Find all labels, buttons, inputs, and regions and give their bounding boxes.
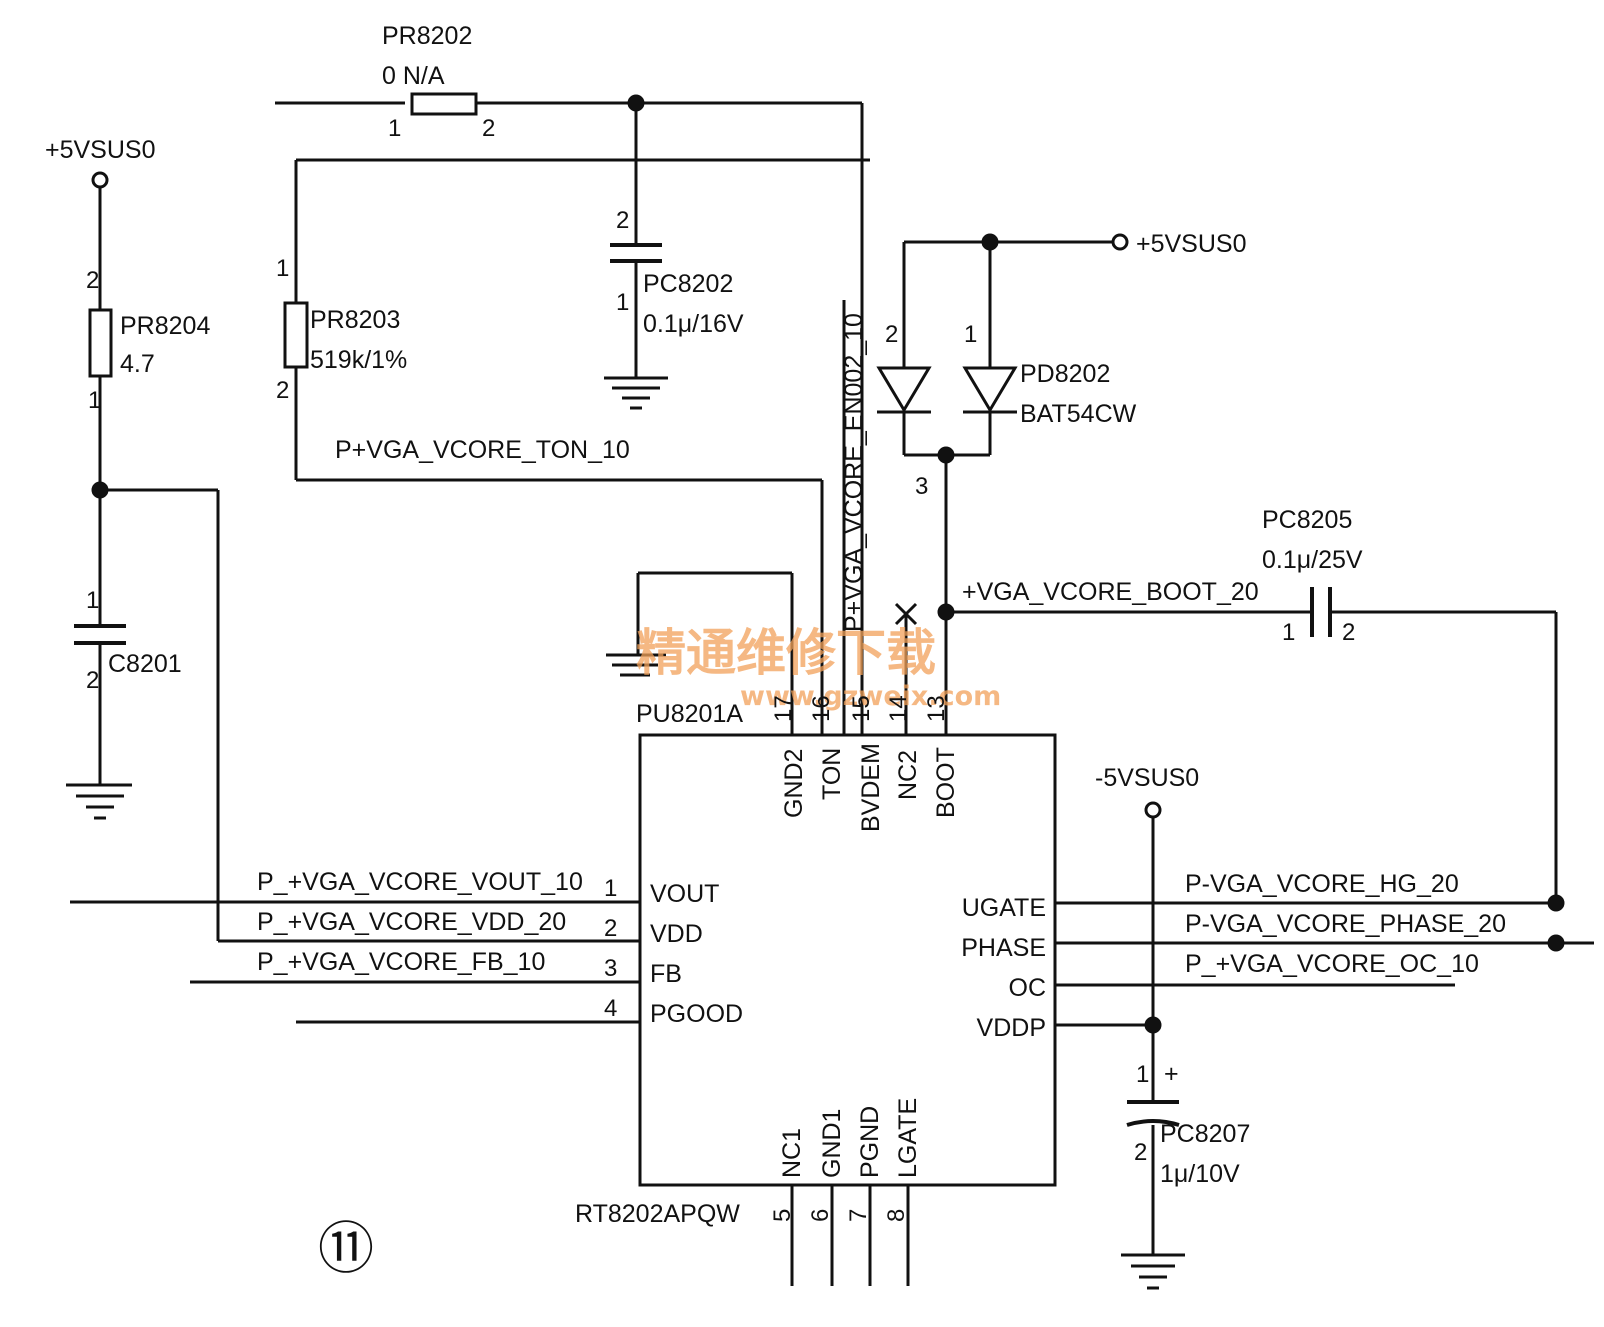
net-phase: P-VGA_VCORE_PHASE_20 [1185,910,1506,938]
ground-gnd2 [606,653,666,677]
ic-pin-num-4: 4 [604,995,617,1022]
resistor-pr8203 [283,301,309,369]
ic-pin-num-5: 5 [769,1209,796,1222]
power-terminals [91,171,1162,819]
pr8203-pin1: 1 [276,255,289,282]
pc8207-ref: PC8207 [1160,1120,1250,1148]
ic-pin-name-vout: VOUT [650,880,719,908]
net-hg: P-VGA_VCORE_HG_20 [1185,870,1459,898]
vsus-left-label: +5VSUS0 [45,136,156,164]
ground-c8201 [66,783,132,820]
ic-pin-name-nc1: NC1 [778,1128,806,1178]
ic-pin-name-ton: TON [818,748,846,800]
ic-pin-name-ugate: UGATE [962,894,1046,922]
net-en: P+VGA_VCORE_EN002_10 [840,313,868,632]
ic-pin-name-pgnd: PGND [856,1106,884,1178]
ic-pin-name-vdd: VDD [650,920,703,948]
ic-pin-name-gnd1: GND1 [818,1109,846,1178]
pc8202-ref: PC8202 [643,270,733,298]
no-connect-x [894,602,918,626]
ic-pin-num-13: 13 [923,695,950,722]
capacitor-c8201 [74,624,126,645]
ic-pin-num-2: 2 [604,915,617,942]
ic-pin-num-8: 8 [883,1209,910,1222]
net-vout: P_+VGA_VCORE_VOUT_10 [257,868,583,896]
wires [70,101,1594,1286]
ic-pin-name-nc2: NC2 [894,750,922,800]
pc8202-pin1: 1 [616,289,629,316]
ic-pin-name-oc: OC [1009,974,1047,1002]
vsus-top-label: +5VSUS0 [1136,230,1247,258]
pd8202-value: BAT54CW [1020,400,1137,428]
pd8202-pin2: 2 [885,321,898,348]
c8201-pin2: 2 [86,667,99,694]
ic-pin-num-1: 1 [604,875,617,902]
net-ton: P+VGA_VCORE_TON_10 [335,436,630,464]
pr8202-ref: PR8202 [382,22,472,50]
pc8207-value: 1μ/10V [1160,1160,1240,1188]
pc8205-ref: PC8205 [1262,506,1352,534]
ic-part: RT8202APQW [575,1200,740,1228]
pc8202-pin2: 2 [616,207,629,234]
ic-ref: PU8201A [636,700,743,728]
ic-pin-num-15: 15 [848,695,875,722]
capacitor-pc8202 [610,243,662,263]
pr8204-ref: PR8204 [120,312,210,340]
pc8207-pin1: 1 [1136,1061,1149,1088]
pc8205-pin2: 2 [1342,619,1355,646]
ground-pc8202 [604,376,668,410]
ic-pin-name-vddp: VDDP [977,1014,1046,1042]
pc8207-polarity: + [1164,1060,1179,1088]
pr8204-pin1: 1 [88,387,101,414]
pc8207-pin2: 2 [1134,1139,1147,1166]
capacitor-pc8205 [1310,587,1332,637]
pr8204-value: 4.7 [120,350,155,378]
watermark-url: www.gzweix.com [740,681,1001,712]
pr8202-pin2: 2 [482,115,495,142]
ic-pin-num-14: 14 [885,695,912,722]
junction-dots [91,94,1565,1034]
resistor-pr8202 [410,92,478,116]
pr8203-ref: PR8203 [310,306,400,334]
c8201-pin1: 1 [86,587,99,614]
pc8202-value: 0.1μ/16V [643,310,744,338]
ic-pin-num-6: 6 [807,1209,834,1222]
pr8204-pin2: 2 [86,267,99,294]
pr8203-pin2: 2 [276,377,289,404]
pd8202-pin3: 3 [915,473,928,500]
c8201-ref: C8201 [108,650,182,678]
figure-number: ⑪ [318,1217,374,1282]
net-fb: P_+VGA_VCORE_FB_10 [257,948,545,976]
ic-pin-name-bvdem: BVDEM [857,743,885,832]
resistor-pr8204 [88,308,113,378]
pc8205-value: 0.1μ/25V [1262,546,1363,574]
ic-pin-name-phase: PHASE [961,934,1046,962]
pd8202-pin1: 1 [964,321,977,348]
diode-pd8202 [876,366,1018,414]
ic-pin-name-pgood: PGOOD [650,1000,743,1028]
pd8202-ref: PD8202 [1020,360,1110,388]
net-boot: +VGA_VCORE_BOOT_20 [962,578,1259,606]
pc8205-pin1: 1 [1282,619,1295,646]
watermark-title: 精通维修下载 [636,623,936,682]
ic-pin-num-17: 17 [770,695,797,722]
ic-pin-name-gnd2: GND2 [780,749,808,818]
net-oc: P_+VGA_VCORE_OC_10 [1185,950,1479,978]
capacitor-pc8207 [1126,1100,1180,1127]
ground-pc8207 [1121,1253,1185,1290]
pr8202-pin1: 1 [388,115,401,142]
ic-pin-name-boot: BOOT [932,747,960,818]
ic-pin-num-3: 3 [604,955,617,982]
ic-pin-name-fb: FB [650,960,682,988]
pr8202-value: 0 N/A [382,62,445,90]
ic-pin-num-7: 7 [845,1209,872,1222]
ic-pin-num-16: 16 [808,695,835,722]
vsus-right-label: -5VSUS0 [1095,764,1199,792]
ic-body [638,733,1057,1187]
ic-pin-name-lgate: LGATE [894,1098,922,1178]
net-vdd: P_+VGA_VCORE_VDD_20 [257,908,566,936]
pr8203-value: 519k/1% [310,346,407,374]
